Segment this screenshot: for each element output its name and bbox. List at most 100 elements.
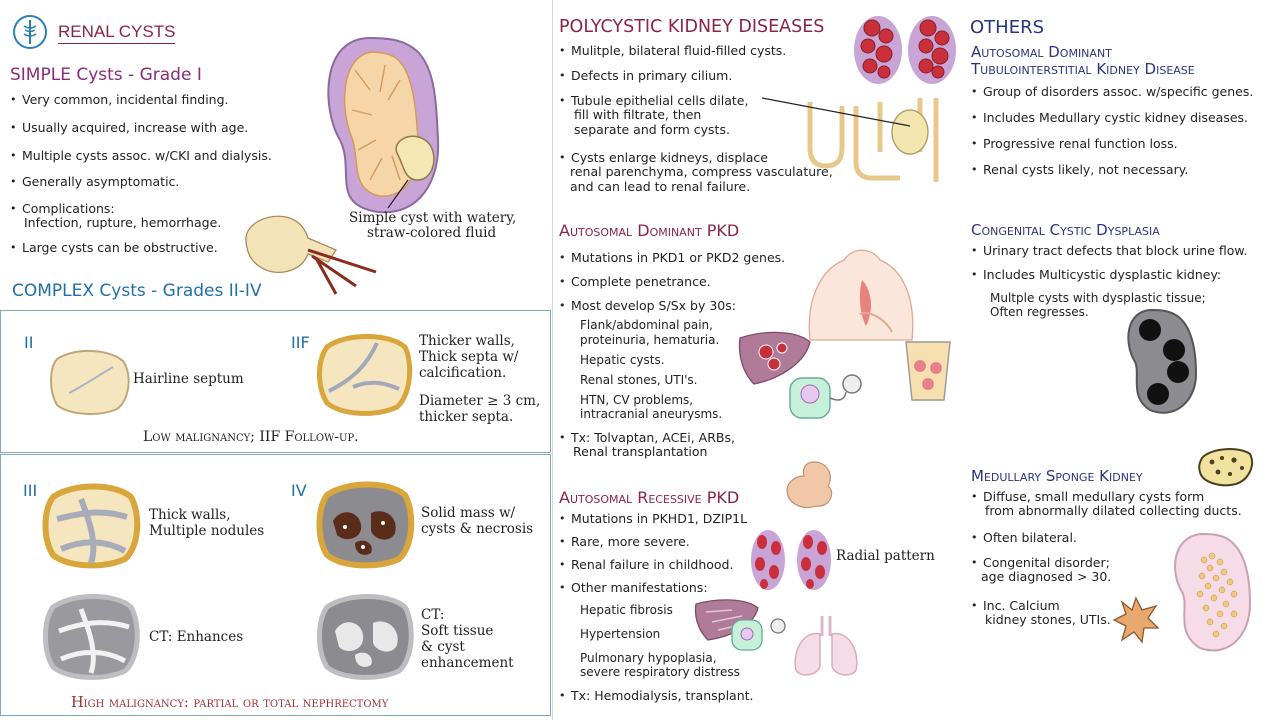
others-heading: OTHERS [970,17,1045,38]
adpkd-sub-5: HTN, CV problems, [580,393,694,407]
ruptured-cyst-icon [245,215,377,295]
adpkd-tx-cont: Renal transplantation [573,444,708,459]
grade-ii-cyst-icon [50,349,130,415]
msk-bullet-3-cont: age diagnosed > 30. [981,569,1112,584]
grade-iv-caption-1: Solid mass w/ [421,505,516,521]
ccd-sub-2: Often regresses. [990,305,1089,319]
arpkd-tx: Tx: Hemodialysis, transplant. [559,688,754,703]
ct-enhances-caption: CT: Enhances [149,629,244,645]
grades-iii-iv-panel: III Thick walls, Multiple nodules IV Sol… [0,454,551,716]
adpkd-sub-3: Hepatic cysts. [580,353,665,367]
arpkd-bullet-4: Other manifestations: [559,580,708,595]
medullary-sponge-kidney-icon [1174,532,1252,652]
kidney-caption-2: straw-colored fluid [367,225,497,241]
simple-bullet-4: Generally asymptomatic. [10,174,179,189]
pkd-bullet-3-cont-2: separate and form cysts. [574,122,730,137]
msk-bullet-2: Often bilateral. [971,530,1077,545]
pkd-bullet-4-cont-2: and can lead to renal failure. [570,179,751,194]
simple-bullet-1: Very common, incidental finding. [10,92,229,107]
ct-soft-caption-2: Soft tissue [421,623,494,639]
pkd-bullet-1: Mulitple, bilateral fluid-filled cysts. [559,43,786,58]
adtkd-bullet-2: Includes Medullary cystic kidney disease… [971,110,1248,125]
adpkd-bullet-3: Most develop S/Sx by 30s: [559,298,736,313]
adtkd-heading-1: Autosomal Dominant [971,43,1112,61]
adtkd-bullet-1: Group of disorders assoc. w/specific gen… [971,84,1253,99]
adtkd-bullet-3: Progressive renal function loss. [971,136,1178,151]
simple-bullet-6: Large cysts can be obstructive. [10,240,218,255]
adpkd-bullet-2: Complete penetrance. [559,274,711,289]
arpkd-sub-3: Pulmonary hypoplasia, [580,651,717,665]
high-malignancy-note: High malignancy: partial or total nephre… [71,695,389,711]
fetus-icon [786,461,833,509]
arpkd-sub-4: severe respiratory distress [580,665,740,679]
grade-ii-caption: Hairline septum [133,371,244,387]
calcium-stone-icon [1112,596,1160,644]
arpkd-sub-2: Hypertension [580,627,661,641]
simple-cyst-kidney-icon [327,36,440,214]
ct-enhancing-cyst-icon [43,594,140,680]
ct-soft-caption-3: & cyst [421,639,465,655]
grade-iif-caption-5: thicker septa. [419,409,514,425]
adpkd-heading: Autosomal Dominant PKD [559,221,740,240]
multicystic-dysplastic-kidney-icon [1127,308,1198,414]
simple-bullet-3: Multiple cysts assoc. w/CKI and dialysis… [10,148,272,163]
sponge-icon [1198,448,1254,487]
pkd-heading: POLYCYSTIC KIDNEY DISEASES [559,17,825,37]
msk-bullet-1: Diffuse, small medullary cysts form [971,489,1204,504]
grade-iii-cyst-icon [42,483,141,569]
grade-iif-caption-4: Diameter ≥ 3 cm, [419,393,541,409]
pkd-bullet-4: Cysts enlarge kidneys, displace [559,150,768,165]
ccd-bullet-1: Urinary tract defects that block urine f… [971,243,1247,258]
ct-soft-tissue-cyst-icon [317,594,414,680]
adpkd-tx: Tx: Tolvaptan, ACEi, ARBs, [559,430,735,445]
blood-pressure-cuff-icon [789,374,862,419]
grade-iii-label: III [23,481,38,500]
simple-cysts-heading: SIMPLE Cysts - Grade I [10,65,202,85]
page-title: RENAL CYSTS [58,22,176,44]
msk-heading: Medullary Sponge Kidney [971,467,1143,485]
adtkd-heading-2: Tubulointerstitial Kidney Disease [971,60,1195,78]
arpkd-bullet-1: Mutations in PKHD1, DZIP1L [559,511,747,526]
msk-bullet-4: Inc. Calcium [971,598,1060,613]
flank-pain-figure-icon [808,249,914,341]
adpkd-sub-2: proteinuria, hematuria. [580,333,720,347]
ct-soft-caption-4: enhancement [421,655,514,671]
grade-ii-label: II [24,333,34,352]
radial-pattern-kidneys-icon [751,530,831,590]
tubule-cyst-diagram-icon [761,97,939,182]
grades-ii-iif-panel: II Hairline septum IIF Thicker walls, Th… [0,310,551,453]
msk-bullet-4-cont: kidney stones, UTIs. [985,612,1111,627]
simple-bullet-5: Complications: [10,201,115,216]
radial-pattern-caption: Radial pattern [836,548,935,564]
arpkd-heading: Autosomal Recessive PKD [559,488,740,507]
grade-iv-caption-2: cysts & necrosis [421,521,534,537]
pkd-bullet-2: Defects in primary cilium. [559,68,732,83]
low-malignancy-note: Low malignancy; IIF Follow-up. [143,429,359,445]
simple-bullet-2: Usually acquired, increase with age. [10,120,248,135]
grade-iif-label: IIF [291,333,310,352]
caduceus-logo-icon [13,15,47,49]
hepatic-cysts-liver-icon [738,331,811,385]
grade-iif-caption-3: calcification. [419,365,507,381]
hypertension-cuff-icon [731,618,786,651]
pkd-bullet-3: Tubule epithelial cells dilate, [559,93,748,108]
adtkd-bullet-4: Renal cysts likely, not necessary. [971,162,1188,177]
grade-iv-label: IV [291,481,307,500]
ct-soft-caption-1: CT: [421,607,445,623]
msk-bullet-3: Congenital disorder; [971,555,1110,570]
adpkd-bullet-1: Mutations in PKD1 or PKD2 genes. [559,250,785,265]
grade-iif-caption-1: Thicker walls, [419,333,515,349]
msk-bullet-1-cont: from abnormally dilated collecting ducts… [985,503,1242,518]
simple-bullet-5-cont: Infection, rupture, hemorrhage. [24,215,222,230]
grade-iii-caption-1: Thick walls, [149,507,231,523]
adpkd-sub-6: intracranial aneurysms. [580,407,723,421]
grade-iii-caption-2: Multiple nodules [149,523,265,539]
grade-iif-cyst-icon [317,334,413,416]
grade-iif-caption-2: Thick septa w/ [419,349,519,365]
lungs-icon [794,616,858,676]
grade-iv-cyst-icon [316,481,415,569]
arpkd-bullet-2: Rare, more severe. [559,534,690,549]
pkd-bullet-4-cont-1: renal parenchyma, compress vasculature, [570,164,833,179]
arpkd-sub-1: Hepatic fibrosis [580,603,673,617]
ccd-heading: Congenital Cystic Dysplasia [971,221,1160,239]
